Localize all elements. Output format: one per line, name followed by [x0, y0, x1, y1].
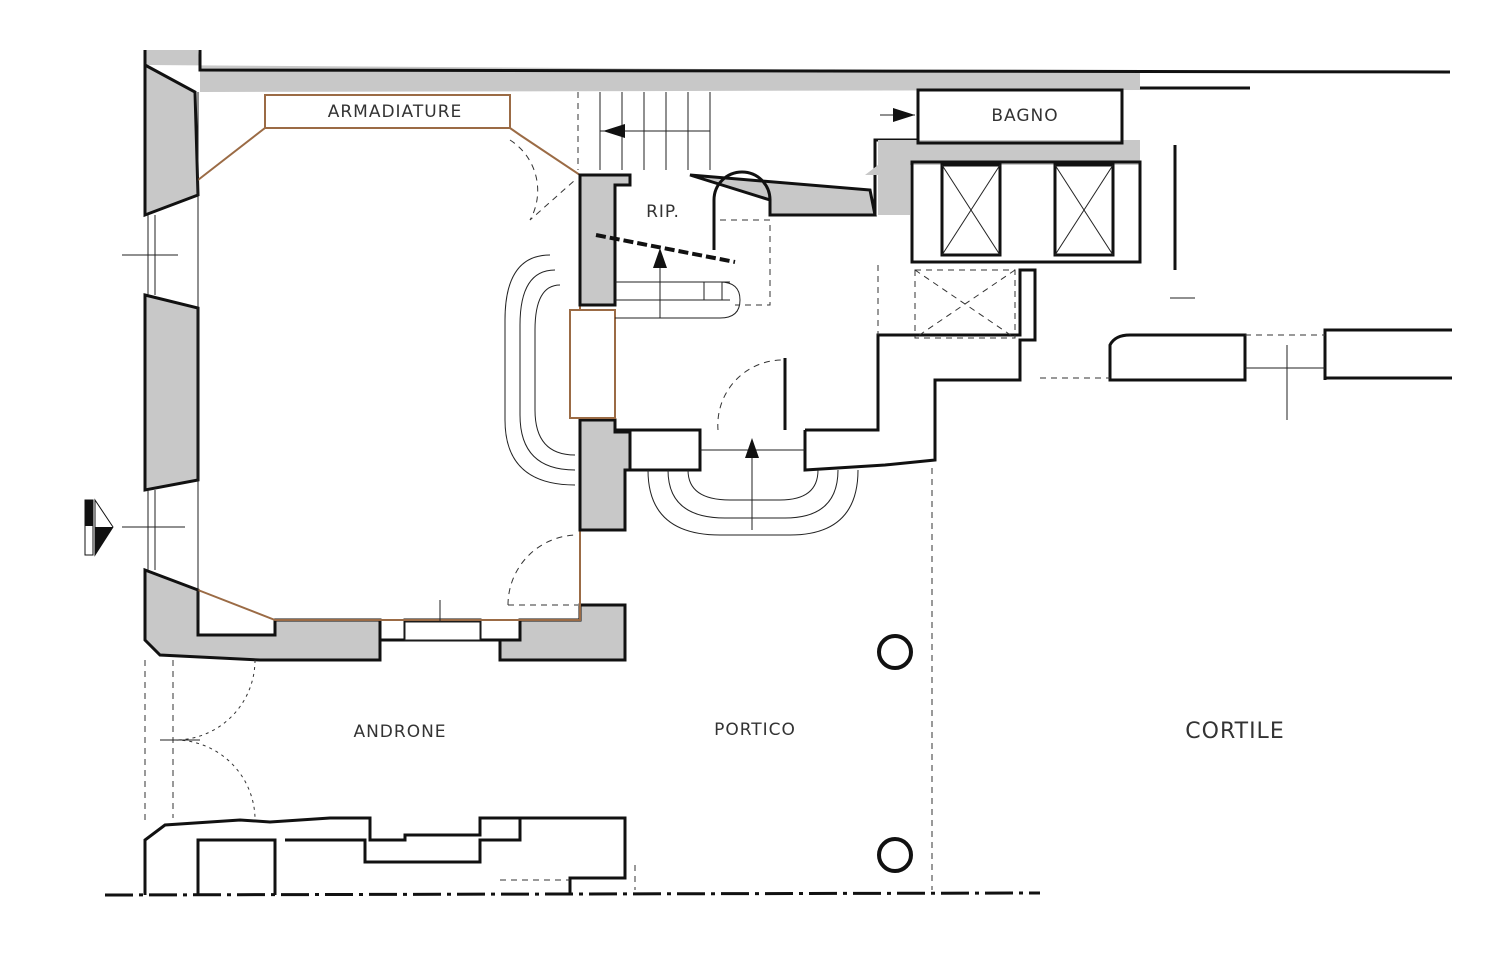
arrow-right-icon [893, 108, 915, 122]
bottom-wall [104, 468, 1041, 897]
room-label-cortile: CORTILE [1185, 719, 1284, 744]
service-block [865, 88, 1195, 339]
room-label-rip: RIP. [646, 202, 680, 222]
main-room [197, 92, 581, 641]
arrow-up-icon [653, 248, 667, 268]
central-hall [615, 138, 1037, 536]
central-walls [504, 170, 877, 532]
room-label-armadiature: ARMADIATURE [328, 102, 463, 122]
column [877, 634, 913, 670]
arrow-up-icon [745, 438, 759, 458]
section-marker-icon [84, 498, 114, 557]
room-label-bagno: BAGNO [991, 106, 1058, 126]
room-label-androne: ANDRONE [353, 722, 446, 742]
staircase-rip [595, 219, 771, 319]
right-building [1040, 328, 1452, 420]
arrow-left-icon [603, 124, 625, 138]
column [877, 837, 913, 873]
room-label-portico: PORTICO [714, 720, 796, 740]
staircase-upper [577, 92, 711, 170]
